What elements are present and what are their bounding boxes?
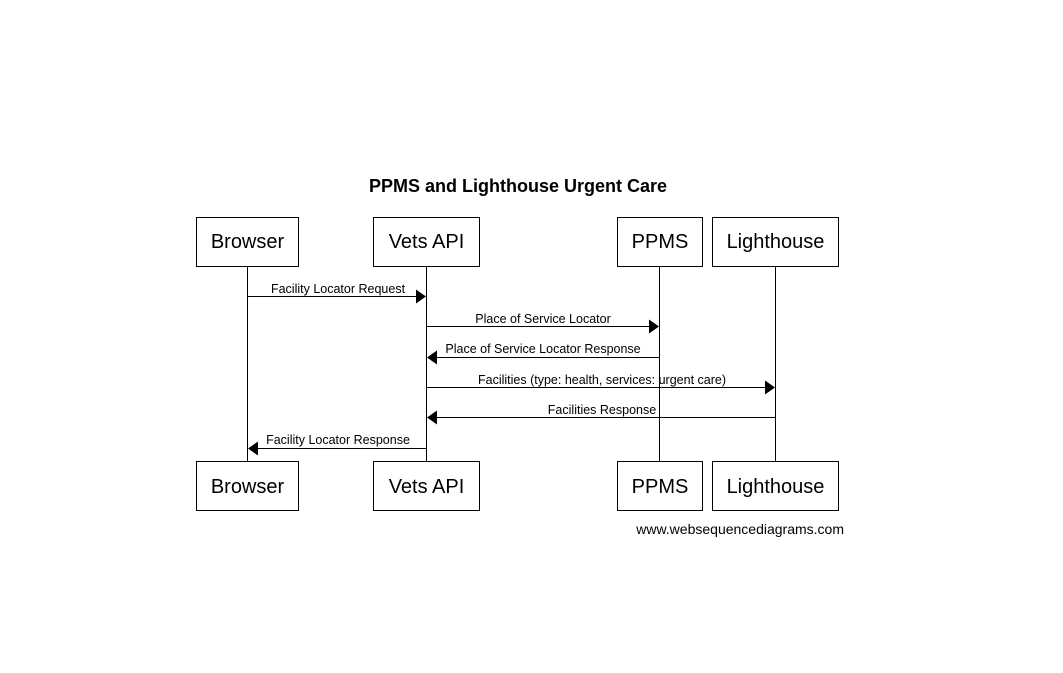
participant-ppms-bottom: PPMS bbox=[617, 461, 703, 511]
participant-label: Lighthouse bbox=[727, 476, 825, 498]
message-label: Facilities Response bbox=[548, 403, 656, 417]
message-label: Place of Service Locator Response bbox=[445, 342, 640, 356]
participant-vets-api-top: Vets API bbox=[373, 217, 480, 267]
participant-browser-bottom: Browser bbox=[196, 461, 299, 511]
arrowhead-left-icon bbox=[248, 441, 258, 456]
message-label: Facilities (type: health, services: urge… bbox=[478, 373, 726, 387]
message-label: Place of Service Locator bbox=[475, 312, 611, 326]
arrowhead-right-icon bbox=[765, 380, 775, 395]
arrowhead-left-icon bbox=[427, 350, 437, 365]
participant-label: Lighthouse bbox=[727, 231, 825, 253]
arrowhead-right-icon bbox=[649, 319, 659, 334]
participant-label: Browser bbox=[211, 476, 285, 498]
message-4: Facilities (type: health, services: urge… bbox=[427, 373, 775, 395]
message-label: Facility Locator Response bbox=[266, 433, 410, 447]
participant-ppms-top: PPMS bbox=[617, 217, 703, 267]
participant-lighthouse-top: Lighthouse bbox=[712, 217, 839, 267]
participant-browser-top: Browser bbox=[196, 217, 299, 267]
participant-label: Vets API bbox=[389, 231, 465, 253]
participant-label: PPMS bbox=[632, 231, 689, 253]
participant-lighthouse-bottom: Lighthouse bbox=[712, 461, 839, 511]
participant-label: PPMS bbox=[632, 476, 689, 498]
message-6: Facility Locator Response bbox=[248, 433, 426, 456]
message-1: Facility Locator Request bbox=[248, 282, 426, 304]
arrowhead-left-icon bbox=[427, 410, 437, 425]
participant-label: Vets API bbox=[389, 476, 465, 498]
participant-label: Browser bbox=[211, 231, 285, 253]
message-3: Place of Service Locator Response bbox=[427, 342, 659, 365]
message-label: Facility Locator Request bbox=[271, 282, 406, 296]
message-2: Place of Service Locator bbox=[427, 312, 659, 334]
message-5: Facilities Response bbox=[427, 403, 775, 425]
footer-link[interactable]: www.websequencediagrams.com bbox=[635, 521, 844, 537]
lifelines bbox=[247, 266, 776, 462]
participant-vets-api-bottom: Vets API bbox=[373, 461, 480, 511]
arrowhead-right-icon bbox=[416, 289, 426, 304]
diagram-title: PPMS and Lighthouse Urgent Care bbox=[369, 176, 667, 196]
